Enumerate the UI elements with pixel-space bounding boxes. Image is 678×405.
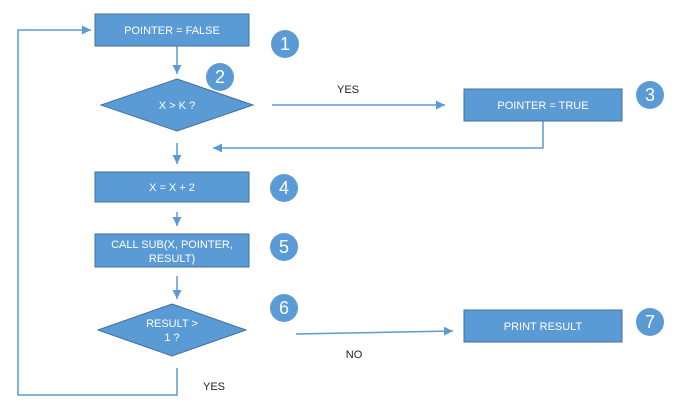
node-decision-result-gt-1 (96, 303, 248, 357)
node-pointer-false (94, 13, 250, 47)
step-4-badge (270, 174, 298, 202)
step-6-badge (270, 294, 298, 322)
node-decision-x-gt-k (99, 78, 255, 132)
arrow-loop-back (17, 25, 178, 396)
node-increment-x-label: X = X + 2 (149, 182, 195, 194)
edge-label-yes-loop: YES (203, 381, 225, 393)
step-3-number: 3 (645, 85, 655, 105)
node-print-result-label: PRINT RESULT (504, 321, 583, 333)
edge-label-no: NO (346, 349, 363, 361)
step-6-number: 6 (279, 298, 289, 318)
step-5-badge (270, 233, 298, 261)
node-pointer-true (463, 88, 623, 122)
arrow-pointer-true-return (213, 121, 544, 153)
step-1-badge (271, 30, 299, 58)
step-2-number: 2 (215, 67, 225, 87)
node-decision-result-gt-1-line-2: 1 ? (164, 332, 179, 344)
step-3-badge (636, 81, 664, 109)
node-call-sub (94, 233, 250, 268)
node-increment-x (94, 171, 250, 203)
node-call-sub-line-1: CALL SUB(X, POINTER, (111, 239, 233, 251)
node-decision-x-gt-k-label: X > K ? (159, 100, 195, 112)
step-5-number: 5 (279, 237, 289, 257)
step-4-number: 4 (279, 178, 289, 198)
edge-label-yes-top: YES (337, 84, 359, 96)
step-7-badge (636, 308, 664, 336)
node-decision-result-gt-1-line-1: RESULT > (146, 318, 198, 330)
step-1-number: 1 (280, 34, 290, 54)
node-call-sub-line-2: RESULT) (149, 253, 195, 265)
node-pointer-false-label: POINTER = FALSE (124, 25, 220, 37)
step-2-badge (206, 63, 234, 91)
node-pointer-true-label: POINTER = TRUE (497, 100, 588, 112)
step-7-number: 7 (645, 312, 655, 332)
arrow-decision2-no (295, 326, 454, 336)
node-print-result (463, 309, 623, 343)
